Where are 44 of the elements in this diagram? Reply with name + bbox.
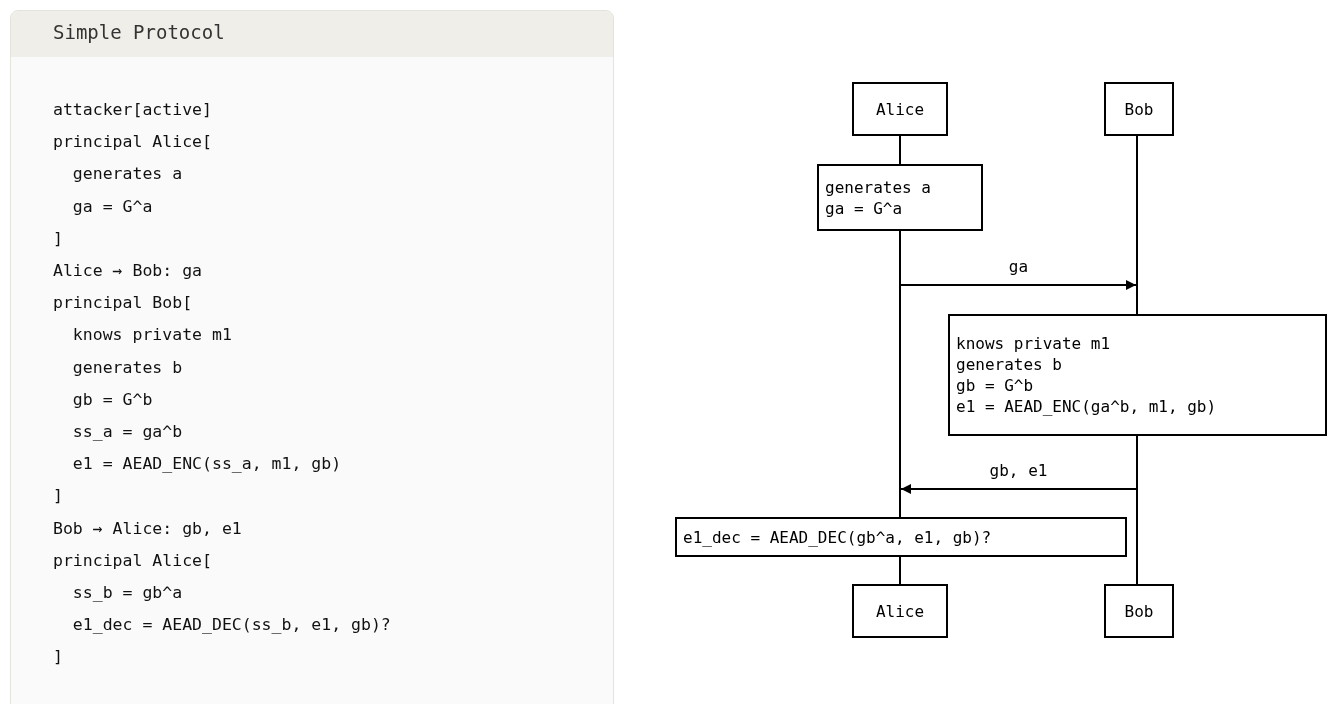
panel-title: Simple Protocol xyxy=(53,21,225,43)
action-box xyxy=(948,314,1327,436)
code-line: principal Bob[ xyxy=(53,292,193,315)
code-line: ss_a = ga^b xyxy=(71,421,183,443)
participant-box xyxy=(852,82,948,136)
lifeline xyxy=(899,136,901,164)
code-line: principal Alice[ xyxy=(53,131,212,154)
action-text: generates b xyxy=(956,354,1062,375)
participant-name: Alice xyxy=(875,98,925,120)
code-line: Bob → Alice: gb, e1 xyxy=(53,517,242,540)
participant-name: Bob xyxy=(1124,600,1154,622)
participant-box xyxy=(1104,82,1174,136)
message-arrow xyxy=(900,280,1137,290)
code-line: principal Alice[ xyxy=(53,549,212,572)
action-box xyxy=(675,517,1127,557)
action-text: gb = G^b xyxy=(956,375,1034,396)
lifeline xyxy=(1136,136,1138,314)
action-text: e1 = AEAD_ENC(ga^b, m1, gb) xyxy=(956,396,1217,417)
participant-name: Bob xyxy=(1124,98,1154,120)
action-text: ga = G^a xyxy=(825,197,903,219)
code-line: ] xyxy=(53,646,63,669)
code-line: e1_dec = AEAD_DEC(ss_b, e1, gb)? xyxy=(71,614,391,637)
message-arrow xyxy=(900,484,1137,494)
action-text: knows private m1 xyxy=(956,333,1111,354)
action-text: e1_dec = AEAD_DEC(gb^a, e1, gb)? xyxy=(683,526,992,548)
code-line: ss_b = gb^a xyxy=(71,582,183,604)
lifeline xyxy=(899,557,901,584)
code-line: gb = G^b xyxy=(71,388,153,411)
code-line: e1 = AEAD_ENC(ss_a, m1, gb) xyxy=(71,453,342,476)
code-line: knows private m1 xyxy=(71,324,232,347)
code-line: generates a xyxy=(71,163,183,186)
lifeline xyxy=(1136,436,1138,584)
lifeline xyxy=(899,231,901,517)
code-line: Alice → Bob: ga xyxy=(53,260,202,282)
code-line: ga = G^a xyxy=(71,195,153,218)
participant-name: Alice xyxy=(875,600,925,622)
participant-box xyxy=(852,584,948,638)
participant-box xyxy=(1104,584,1174,638)
code-line: ] xyxy=(53,227,63,250)
action-text: generates a xyxy=(825,176,931,198)
code-line: ] xyxy=(53,485,63,508)
code-line: attacker[active] xyxy=(53,99,212,121)
action-box xyxy=(817,164,983,231)
code-line: generates b xyxy=(71,356,183,379)
